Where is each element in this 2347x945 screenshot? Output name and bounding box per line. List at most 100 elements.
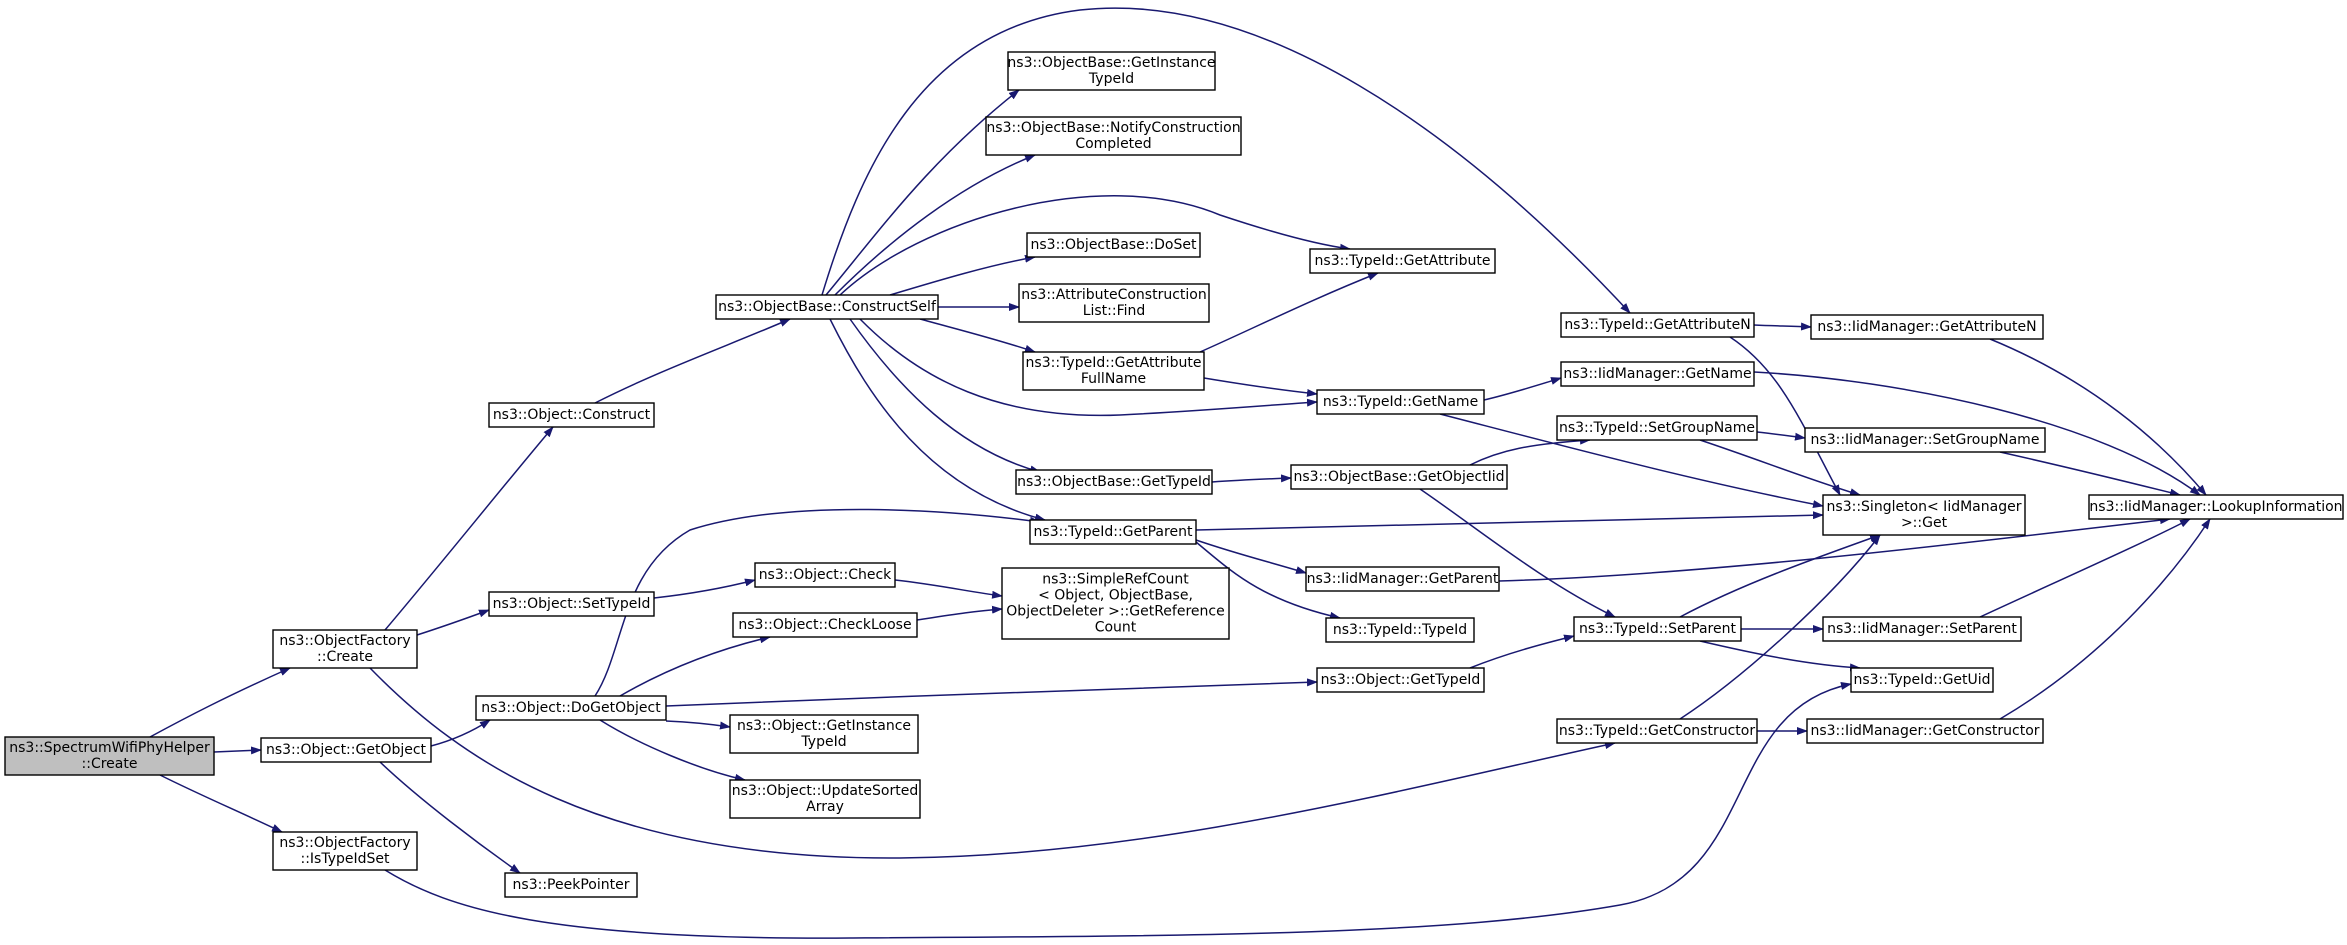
call-edge-tid_getattributefullname-to-tid_getattribute [1199, 272, 1379, 353]
node-label: ns3::Object::UpdateSorted [732, 783, 918, 799]
call-edge-ob_getobjectiid-to-tid_setgroupname [1469, 436, 1591, 466]
function-node-tid-getuid[interactable]: ns3::TypeId::GetUid [1850, 667, 1994, 693]
call-edge-obj_getobject-to-obj_dogetobject [430, 719, 491, 747]
function-node-of-istypeidset[interactable]: ns3::ObjectFactory::IsTypeIdSet [272, 831, 418, 871]
node-label: ns3::TypeId::SetGroupName [1559, 420, 1755, 436]
function-node-spectrum[interactable]: ns3::SpectrumWifiPhyHelper::Create [4, 736, 215, 776]
function-nodes: ns3::SpectrumWifiPhyHelper::Createns3::O… [4, 51, 2344, 898]
function-node-ob-notifyconstruction[interactable]: ns3::ObjectBase::NotifyConstructionCompl… [985, 116, 1242, 156]
function-node-iid-getname[interactable]: ns3::IidManager::GetName [1560, 361, 1755, 387]
node-label: ns3::IidManager::GetParent [1307, 571, 1499, 587]
function-node-iid-getconstructor[interactable]: ns3::IidManager::GetConstructor [1806, 718, 2044, 744]
function-node-ob-gettypeid[interactable]: ns3::ObjectBase::GetTypeId [1015, 469, 1213, 495]
call-edge-tid_getparent-to-tid_typeid [1195, 541, 1341, 620]
function-node-obj-getobject[interactable]: ns3::Object::GetObject [260, 737, 432, 763]
node-label: ns3::TypeId::GetUid [1853, 672, 1990, 688]
call-edge-ob_constructself-to-tid_getattributen [821, 7, 1631, 314]
call-edge-obj_checkloose-to-src_getreferencecount [916, 605, 1003, 621]
call-edge-iid_getconstructor-to-iid_lookupinformation [1999, 518, 2211, 720]
node-label: ns3::IidManager::GetAttributeN [1817, 319, 2036, 335]
function-node-tid-getname[interactable]: ns3::TypeId::GetName [1316, 389, 1485, 415]
function-node-obj-construct[interactable]: ns3::Object::Construct [488, 402, 655, 428]
function-node-tid-setparent[interactable]: ns3::TypeId::SetParent [1573, 616, 1742, 642]
function-node-tid-typeid[interactable]: ns3::TypeId::TypeId [1325, 617, 1475, 643]
function-node-ob-constructself[interactable]: ns3::ObjectBase::ConstructSelf [715, 294, 939, 320]
node-box [1316, 389, 1485, 415]
function-node-of-create[interactable]: ns3::ObjectFactory::Create [272, 629, 418, 669]
node-box [985, 116, 1242, 156]
call-edge-obj_gettypeid-to-tid_setparent [1469, 634, 1575, 669]
function-node-obj-settypeid[interactable]: ns3::Object::SetTypeId [488, 591, 655, 617]
function-node-ob-getobjectiid[interactable]: ns3::ObjectBase::GetObjectIid [1290, 464, 1508, 490]
call-edge-tid_getname-to-singleton_get [1439, 413, 1824, 509]
node-box [1822, 616, 2022, 642]
call-edge-tid_setparent-to-singleton_get [1679, 534, 1881, 618]
function-node-src-getreferencecount[interactable]: ns3::SimpleRefCount< Object, ObjectBase,… [1001, 567, 1230, 640]
node-box [4, 736, 215, 776]
function-node-iid-setparent[interactable]: ns3::IidManager::SetParent [1822, 616, 2022, 642]
node-label: ns3::TypeId::GetAttribute [1026, 355, 1202, 371]
node-box [488, 402, 655, 428]
node-label: ns3::ObjectFactory [279, 835, 410, 851]
node-box [729, 779, 921, 819]
node-box [2088, 494, 2344, 520]
node-label: < Object, ObjectBase, [1038, 588, 1193, 604]
function-node-tid-setgroupname[interactable]: ns3::TypeId::SetGroupName [1556, 415, 1758, 441]
node-label: ns3::ObjectBase::NotifyConstruction [986, 120, 1240, 136]
function-node-iid-lookupinformation[interactable]: ns3::IidManager::LookupInformation [2088, 494, 2344, 520]
node-label: ns3::IidManager::SetGroupName [1811, 432, 2040, 448]
function-node-singleton-get[interactable]: ns3::Singleton< IidManager >::Get [1822, 494, 2026, 536]
function-node-tid-getconstructor[interactable]: ns3::TypeId::GetConstructor [1556, 718, 1758, 744]
node-label: ::IsTypeIdSet [300, 851, 390, 867]
node-box [1001, 567, 1230, 640]
function-node-ob-doset[interactable]: ns3::ObjectBase::DoSet [1026, 232, 1201, 258]
node-label: ns3::Singleton< IidManager [1827, 499, 2022, 515]
call-edge-spectrum-to-obj_getobject [213, 746, 262, 755]
node-label: List::Find [1083, 303, 1146, 319]
function-node-tid-getattributen[interactable]: ns3::TypeId::GetAttributeN [1560, 312, 1755, 338]
node-box [754, 562, 896, 588]
node-label: ns3::ObjectFactory [279, 633, 410, 649]
function-node-obj-checkloose[interactable]: ns3::Object::CheckLoose [732, 612, 918, 638]
node-box [1822, 494, 2026, 536]
function-node-obj-gettypeid[interactable]: ns3::Object::GetTypeId [1316, 667, 1485, 693]
call-edge-ob_constructself-to-ob_doset [889, 254, 1036, 296]
node-label: ns3::TypeId::GetName [1323, 394, 1478, 410]
function-node-tid-getparent[interactable]: ns3::TypeId::GetParent [1029, 519, 1197, 545]
node-label: >::Get [1901, 515, 1948, 531]
node-label: ns3::TypeId::GetConstructor [1559, 723, 1755, 739]
node-box [1015, 469, 1213, 495]
call-edge-iid_getparent-to-iid_lookupinformation [1498, 516, 2171, 582]
node-label: FullName [1081, 371, 1146, 387]
function-node-obj-dogetobject[interactable]: ns3::Object::DoGetObject [475, 695, 667, 721]
call-edge-ob_constructself-to-ob_gettypeid [849, 318, 1041, 474]
function-node-iid-setgroupname[interactable]: ns3::IidManager::SetGroupName [1804, 427, 2046, 453]
call-edges [149, 7, 2211, 939]
function-node-iid-getattributen[interactable]: ns3::IidManager::GetAttributeN [1810, 314, 2044, 340]
node-label: ns3::TypeId::GetAttributeN [1564, 317, 1750, 333]
node-label: ns3::TypeId::TypeId [1333, 622, 1467, 638]
node-label: TypeId [800, 734, 846, 750]
function-node-obj-check[interactable]: ns3::Object::Check [754, 562, 896, 588]
function-node-tid-getattribute[interactable]: ns3::TypeId::GetAttribute [1309, 248, 1496, 274]
call-edge-of_create-to-obj_settypeid [416, 609, 490, 636]
node-label: ::Create [317, 649, 373, 665]
call-edge-obj_check-to-src_getreferencecount [894, 579, 1003, 599]
function-node-iid-getparent[interactable]: ns3::IidManager::GetParent [1305, 566, 1500, 592]
node-box [1556, 415, 1758, 441]
call-edge-tid_getattributefullname-to-tid_getname [1203, 377, 1318, 397]
node-label: Array [806, 799, 844, 815]
call-edge-obj_dogetobject-to-obj_getinstancetypeid [665, 720, 731, 730]
call-edge-tid_getattributen-to-iid_getattributen [1753, 322, 1812, 331]
node-box [488, 591, 655, 617]
function-node-peekpointer[interactable]: ns3::PeekPointer [504, 872, 638, 898]
node-box [732, 612, 918, 638]
call-edge-obj_getobject-to-peekpointer [379, 761, 521, 874]
node-label: TypeId [1088, 71, 1134, 87]
